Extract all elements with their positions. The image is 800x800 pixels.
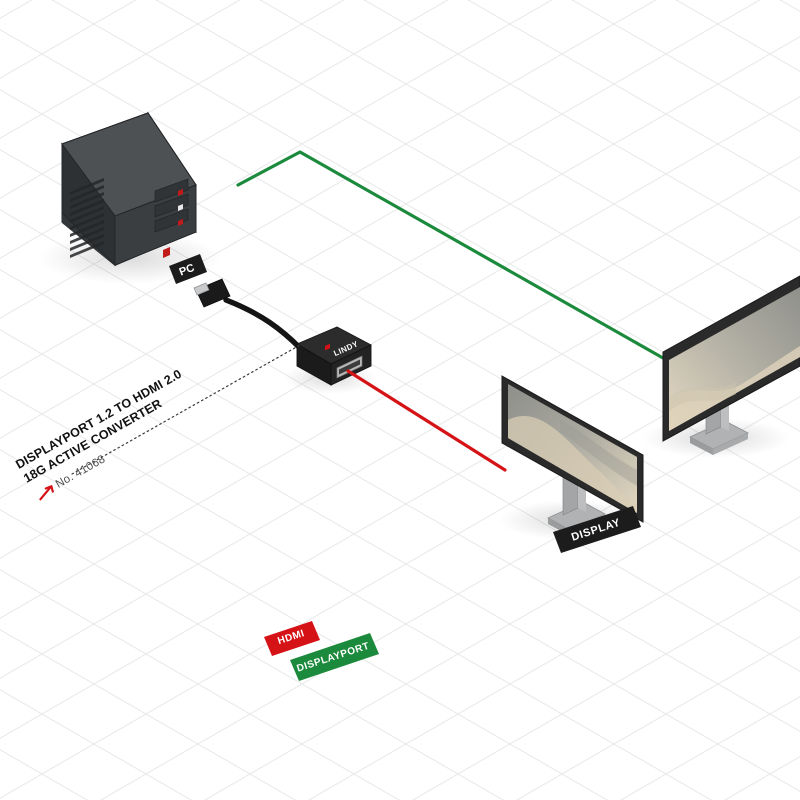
device-pc-tower [61,111,197,267]
legend-item-hdmi: HDMI [264,621,320,656]
label-leader-line [71,344,301,475]
pc-vent-grill [70,178,104,258]
device-monitor-primary [501,375,644,536]
device-monitor-secondary [662,275,800,455]
cable-dp-to-converter [223,297,303,351]
cable-hdmi [346,369,507,472]
cable-displayport [236,150,665,360]
red-arrow-icon [39,485,54,501]
pc-front-panel [154,178,189,258]
screen-wallpaper [508,416,637,513]
port-hdmi [336,355,363,379]
badge-pc: PC [169,254,207,284]
device-converter: LINDY [296,326,373,386]
connector-displayport-plug [193,278,231,308]
badge-pc-label: PC [178,262,197,279]
